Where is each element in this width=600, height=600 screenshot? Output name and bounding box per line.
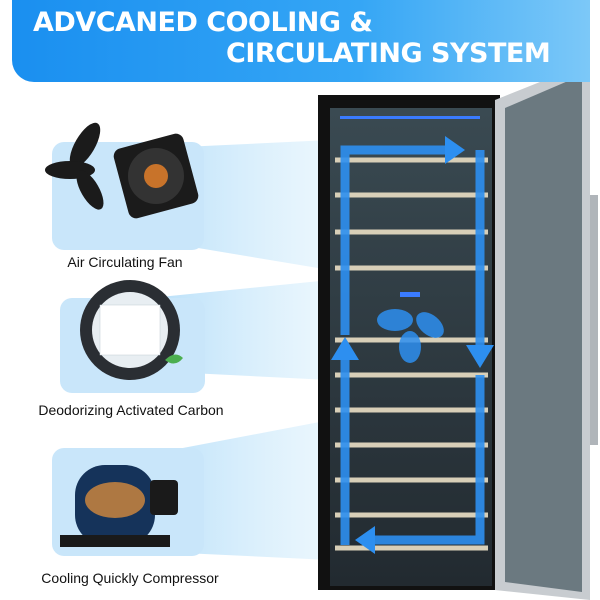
fan-icon bbox=[45, 122, 199, 219]
header-banner bbox=[12, 0, 590, 82]
feature-label-carbon: Deodorizing Activated Carbon bbox=[38, 402, 224, 418]
wine-cooler bbox=[318, 62, 598, 600]
door-handle bbox=[590, 195, 598, 445]
airflow-arrows bbox=[340, 145, 485, 545]
headline-line1: ADVCANED COOLING & bbox=[33, 7, 373, 38]
headline-line2: CIRCULATING SYSTEM bbox=[226, 38, 551, 69]
compressor-icon bbox=[60, 465, 178, 547]
feature-label-compressor: Cooling Quickly Compressor bbox=[41, 570, 219, 586]
carbon-filter-icon bbox=[80, 280, 183, 380]
control-display bbox=[400, 292, 420, 297]
feature-label-fan: Air Circulating Fan bbox=[67, 254, 183, 270]
fan-symbol bbox=[377, 309, 444, 363]
